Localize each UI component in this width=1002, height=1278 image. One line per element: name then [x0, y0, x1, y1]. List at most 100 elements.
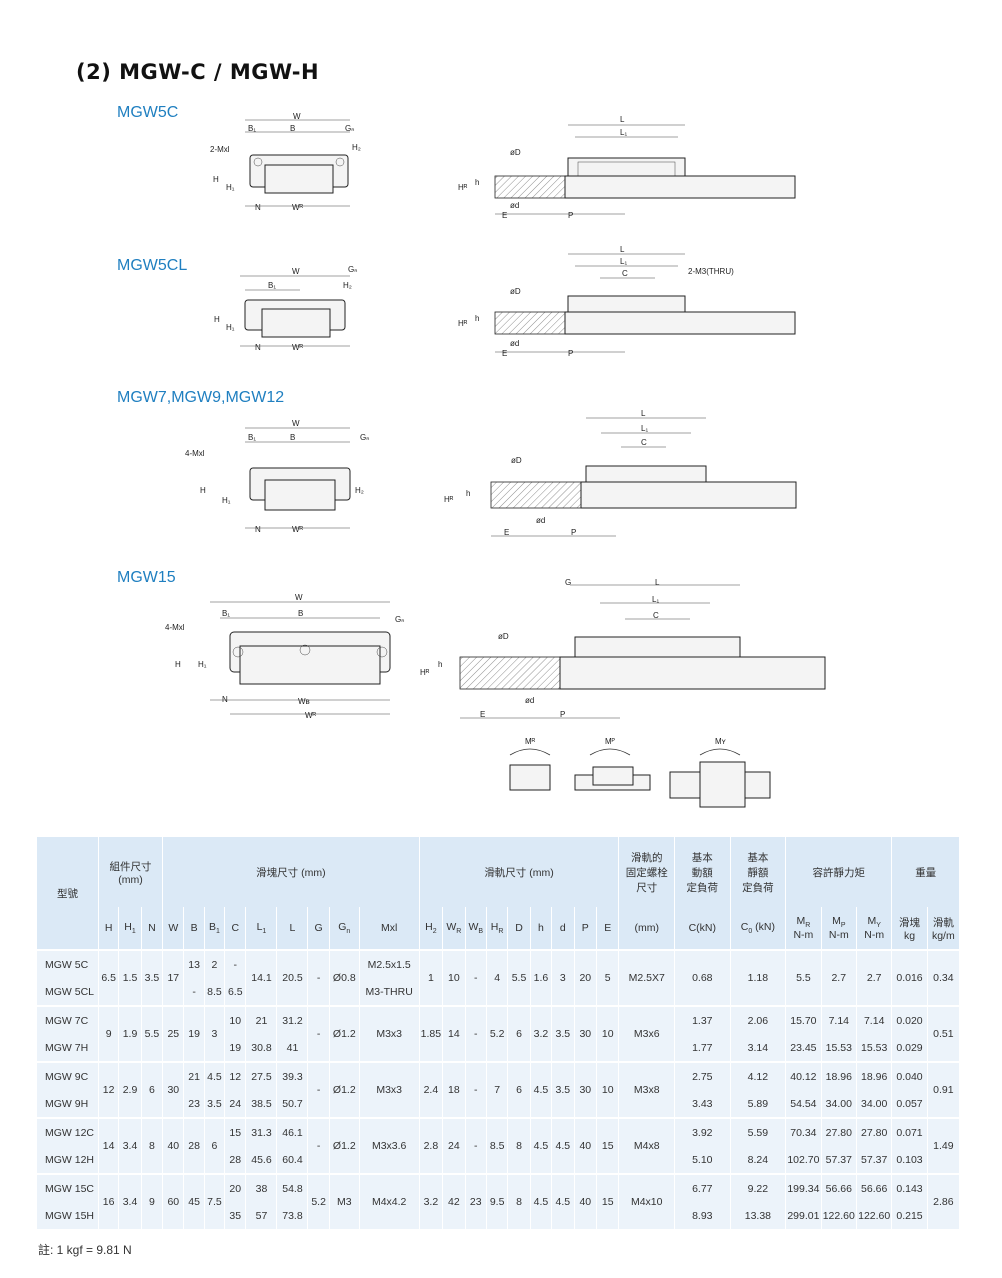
- table-cell: 5.2: [485, 1005, 509, 1062]
- table-cell: 0.34: [926, 949, 961, 1006]
- svg-text:P: P: [560, 710, 565, 719]
- svg-text:G: G: [565, 578, 571, 587]
- col-group-bolt: 滑軌的固定螺栓尺寸: [618, 837, 676, 907]
- drawing-mgw7-side: L L₁ C øD ød Hᴿ h E P: [444, 409, 797, 537]
- svg-text:W: W: [292, 267, 300, 276]
- table-cell: 28: [224, 1146, 247, 1174]
- table-cell: 46.1: [276, 1117, 309, 1146]
- table-cell: 299.01: [785, 1202, 822, 1229]
- svg-text:Wᴿ: Wᴿ: [292, 203, 304, 212]
- table-cell: -: [464, 1061, 487, 1118]
- table-cell: 15.53: [820, 1034, 857, 1062]
- table-cell: 14: [442, 1005, 466, 1062]
- table-cell: 34.00: [855, 1090, 893, 1118]
- table-cell: 21: [183, 1061, 205, 1090]
- table-cell: 0.143: [891, 1173, 928, 1202]
- table-header-cell: P: [573, 907, 598, 950]
- svg-text:N: N: [255, 525, 261, 534]
- table-cell: 15.70: [785, 1005, 822, 1034]
- table-cell: 57.37: [820, 1146, 857, 1174]
- table-cell: 8.5: [203, 978, 226, 1006]
- drawing-mgw5c-front: W B₁ B Gₙ 2-Mxl H H₁ H₂ N Wᴿ: [210, 112, 361, 212]
- dim-W: W: [293, 112, 301, 121]
- svg-text:C: C: [622, 269, 628, 278]
- table-cell: 5.5: [507, 949, 531, 1006]
- svg-text:H: H: [175, 660, 181, 669]
- table-cell: 1.77: [674, 1034, 731, 1062]
- table-cell: 3.4: [118, 1173, 142, 1229]
- table-cell: 14.1: [245, 949, 278, 1006]
- svg-text:h: h: [438, 660, 442, 669]
- table-cell: 3.92: [674, 1117, 731, 1146]
- table-cell: 60.4: [276, 1146, 309, 1174]
- table-cell: 15.53: [855, 1034, 893, 1062]
- table-cell: 1.37: [674, 1005, 731, 1034]
- section-label-mgw5c: MGW5C: [117, 104, 179, 121]
- table-cell: 2.86: [926, 1173, 961, 1229]
- table-cell: 7.5: [203, 1173, 226, 1229]
- table-cell: 0.68: [674, 949, 731, 1006]
- svg-text:E: E: [502, 211, 507, 220]
- table-cell: 3.2: [529, 1005, 553, 1062]
- table-cell: 5.5: [785, 949, 822, 1006]
- table-cell: 28: [183, 1117, 205, 1174]
- table-cell: Ø0.8: [328, 949, 360, 1006]
- svg-text:øD: øD: [498, 632, 509, 641]
- svg-text:ød: ød: [510, 201, 519, 210]
- table-row: MGW 15C 16 3.4 9 60 45 7.5 20 38 54.8 5.…: [36, 1173, 961, 1229]
- table-cell: 1.9: [118, 1005, 142, 1062]
- table-cell: -: [464, 1005, 487, 1062]
- table-header-cell: N: [140, 907, 164, 950]
- table-cell: 27.80: [855, 1117, 893, 1146]
- svg-text:E: E: [480, 710, 485, 719]
- table-cell: 4: [485, 949, 509, 1006]
- table-cell: 31.2: [276, 1005, 309, 1034]
- table-cell: 13: [183, 949, 205, 978]
- table-cell: -: [307, 949, 330, 1006]
- table-cell: M4x8: [618, 1117, 676, 1174]
- table-row: MGW 7C 9 1.9 5.5 25 19 3 10 21 31.2 - Ø1…: [36, 1005, 961, 1062]
- table-cell: 0.215: [891, 1202, 928, 1229]
- table-header-cell: E: [595, 907, 620, 950]
- col-group-moment: 容許靜力矩: [785, 837, 893, 907]
- table-cell: 30.8: [245, 1034, 278, 1062]
- table-cell: 102.70: [785, 1146, 822, 1174]
- table-cell: 0.51: [926, 1005, 961, 1062]
- section-label-mgw5cl: MGW5CL: [117, 257, 188, 274]
- table-cell: 3.4: [118, 1117, 142, 1174]
- table-cell: 17: [162, 949, 185, 1006]
- table-cell: MGW 12H: [36, 1146, 99, 1174]
- table-cell: 18: [442, 1061, 466, 1118]
- table-cell: 20.5: [276, 949, 309, 1006]
- table-cell: 56.66: [855, 1173, 893, 1202]
- table-cell: M3-THRU: [358, 978, 420, 1006]
- table-cell: Ø1.2: [328, 1061, 360, 1118]
- table-header-cell: h: [529, 907, 553, 950]
- table-cell: -: [183, 978, 205, 1006]
- table-cell: 0.057: [891, 1090, 928, 1118]
- table-cell: 7.14: [855, 1005, 893, 1034]
- table-cell: 7.14: [820, 1005, 857, 1034]
- svg-text:H₁: H₁: [226, 183, 235, 192]
- svg-text:Wᴿ: Wᴿ: [292, 343, 304, 352]
- svg-text:h: h: [475, 314, 479, 323]
- table-cell: M2.5X7: [618, 949, 676, 1006]
- svg-text:Gₙ: Gₙ: [345, 124, 354, 133]
- table-cell: 60: [162, 1173, 185, 1229]
- table-header-cell: W: [162, 907, 185, 950]
- svg-text:B₁: B₁: [222, 609, 230, 618]
- table-cell: M4x10: [618, 1173, 676, 1229]
- svg-text:L₁: L₁: [641, 424, 648, 433]
- table-cell: -: [307, 1117, 330, 1174]
- table-cell: 6.5: [224, 978, 247, 1006]
- table-cell: 35: [224, 1202, 247, 1229]
- table-cell: 4.5: [203, 1061, 226, 1090]
- svg-text:2-Mxl: 2-Mxl: [210, 145, 230, 154]
- table-cell: 9.5: [485, 1173, 509, 1229]
- table-cell: 45.6: [245, 1146, 278, 1174]
- svg-text:H₁: H₁: [226, 323, 235, 332]
- table-cell: 30: [573, 1061, 598, 1118]
- table-cell: 0.029: [891, 1034, 928, 1062]
- svg-text:Mᴾ: Mᴾ: [605, 737, 616, 746]
- table-cell: 10: [595, 1061, 620, 1118]
